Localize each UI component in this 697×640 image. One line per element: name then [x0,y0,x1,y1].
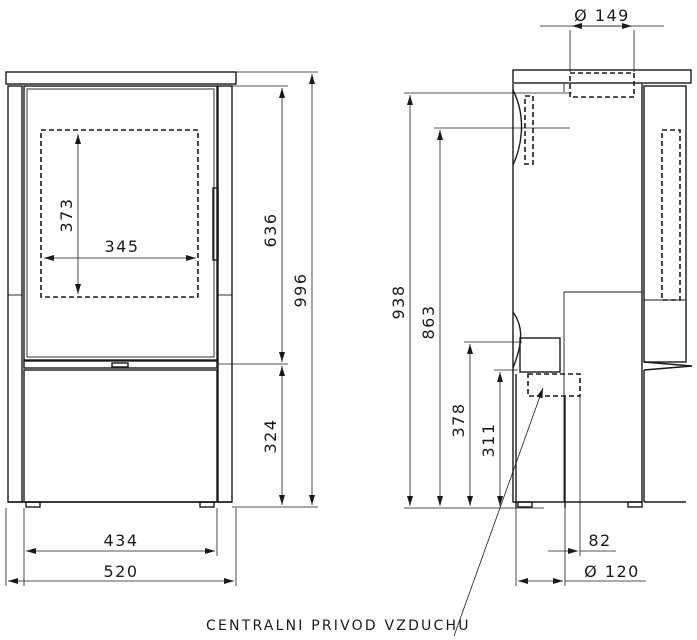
dim-door-height: 636 [261,212,280,247]
dim-inner-width: 345 [104,237,139,256]
dim-rear-outlet-height: 863 [419,304,438,339]
foot-left [25,501,41,508]
dim-bottom-height: 324 [261,418,280,453]
dim-air-inlet-center: 311 [479,422,498,457]
right-side-panel [217,85,233,503]
glass-window [40,129,199,298]
ash-drawer-strip [23,360,218,369]
door-handle [212,187,219,261]
lower-compartment [23,369,218,503]
side-top-plate [512,69,692,84]
dim-body-width: 434 [103,531,138,550]
dim-flue-diameter: Ø 149 [574,6,630,25]
foot-right [199,501,215,508]
side-door-profile [643,85,687,363]
front-view: 373 345 636 324 996 434 520 [5,71,318,586]
top-plate [5,71,237,85]
ash-drawer-lip [643,361,693,371]
door [23,85,218,361]
dim-inner-height: 373 [57,197,76,232]
flue-outlet [569,72,635,98]
dim-flue-center-height: 938 [389,284,408,319]
dim-air-inlet-height: 378 [449,402,468,437]
dim-total-height: 996 [291,272,310,307]
left-side-panel [7,85,23,503]
dim-air-inlet-diameter: Ø 120 [584,562,640,581]
air-supply-note: CENTRALNI PRIVOD VZDUCHU [206,618,471,634]
air-inlet [527,373,581,397]
side-view: Ø 149 938 863 378 311 82 Ø 120 CE [206,6,693,637]
dim-air-inlet-offset: 82 [588,531,611,550]
dim-total-width: 520 [103,562,138,581]
